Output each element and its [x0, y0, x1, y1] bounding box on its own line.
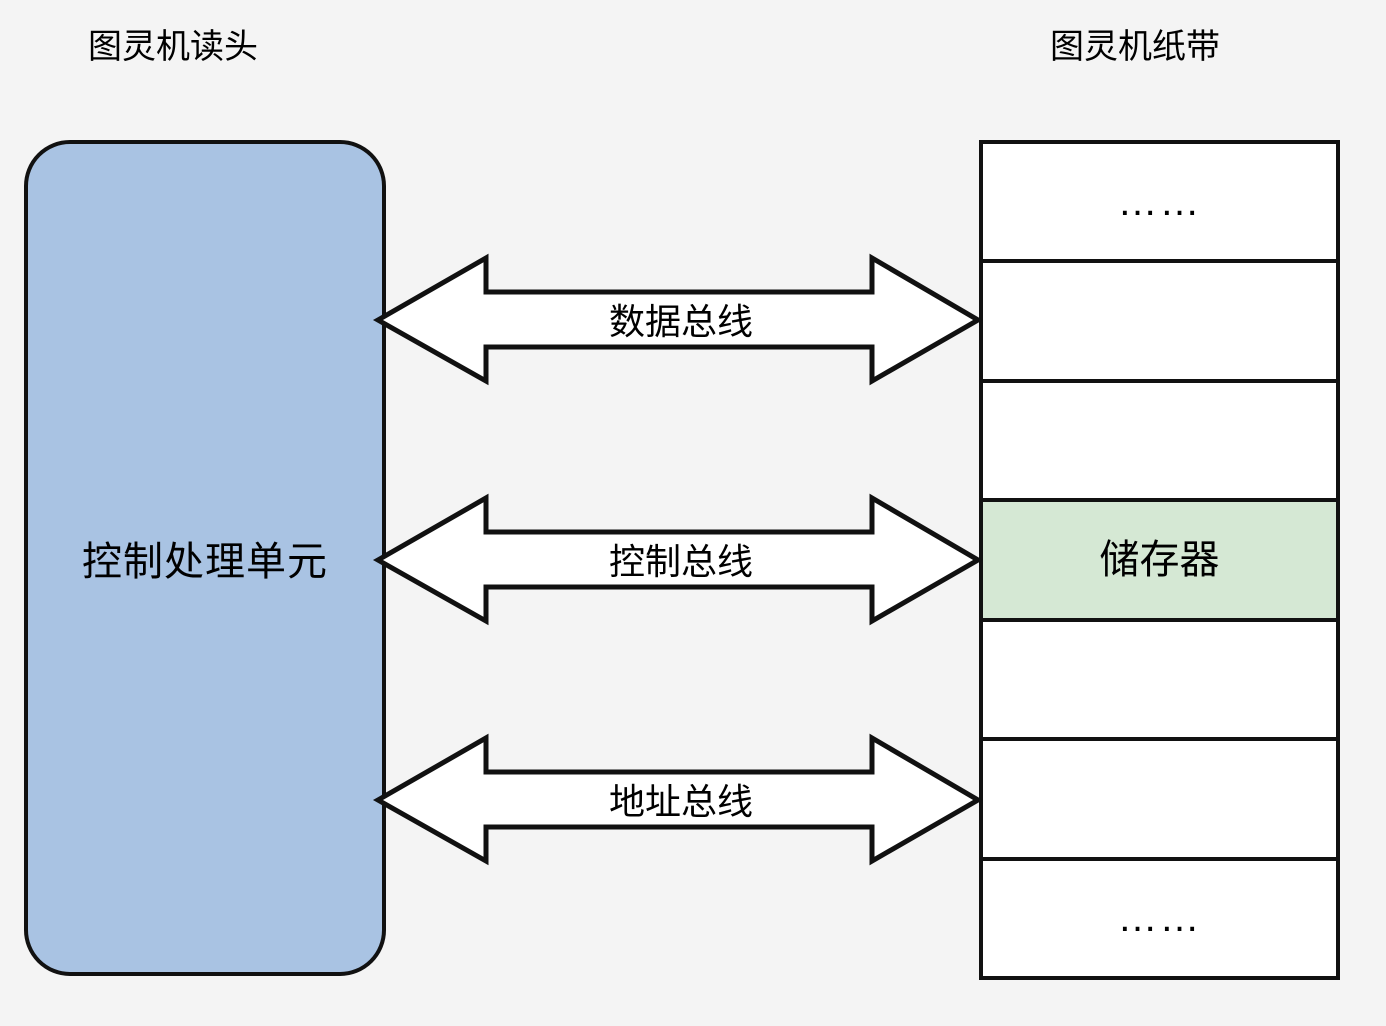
- control-processing-unit-label: 控制处理单元: [82, 540, 328, 584]
- tape-cell-label: ……: [1117, 179, 1202, 224]
- tape-cell[interactable]: [983, 621, 1336, 742]
- data-bus-label: 数据总线: [608, 301, 754, 342]
- address-bus-label: 地址总线: [608, 781, 754, 822]
- tape-cell[interactable]: [983, 382, 1336, 503]
- tape-cell[interactable]: [983, 263, 1336, 383]
- tape-cell-label: 储存器: [1099, 537, 1220, 582]
- left-section-title: 图灵机读头: [88, 28, 258, 66]
- tape-cell[interactable]: ……: [983, 860, 1336, 976]
- tape-cell[interactable]: [983, 741, 1336, 861]
- turing-machine-tape: …… 储存器 ……: [979, 140, 1340, 980]
- control-processing-unit-block[interactable]: 控制处理单元: [24, 140, 386, 976]
- tape-cell[interactable]: ……: [983, 144, 1336, 264]
- control-bus-label: 控制总线: [608, 541, 754, 582]
- right-section-title: 图灵机纸带: [1050, 28, 1220, 66]
- tape-cell-label: ……: [1117, 896, 1202, 941]
- tape-cell-memory[interactable]: 储存器: [983, 502, 1336, 622]
